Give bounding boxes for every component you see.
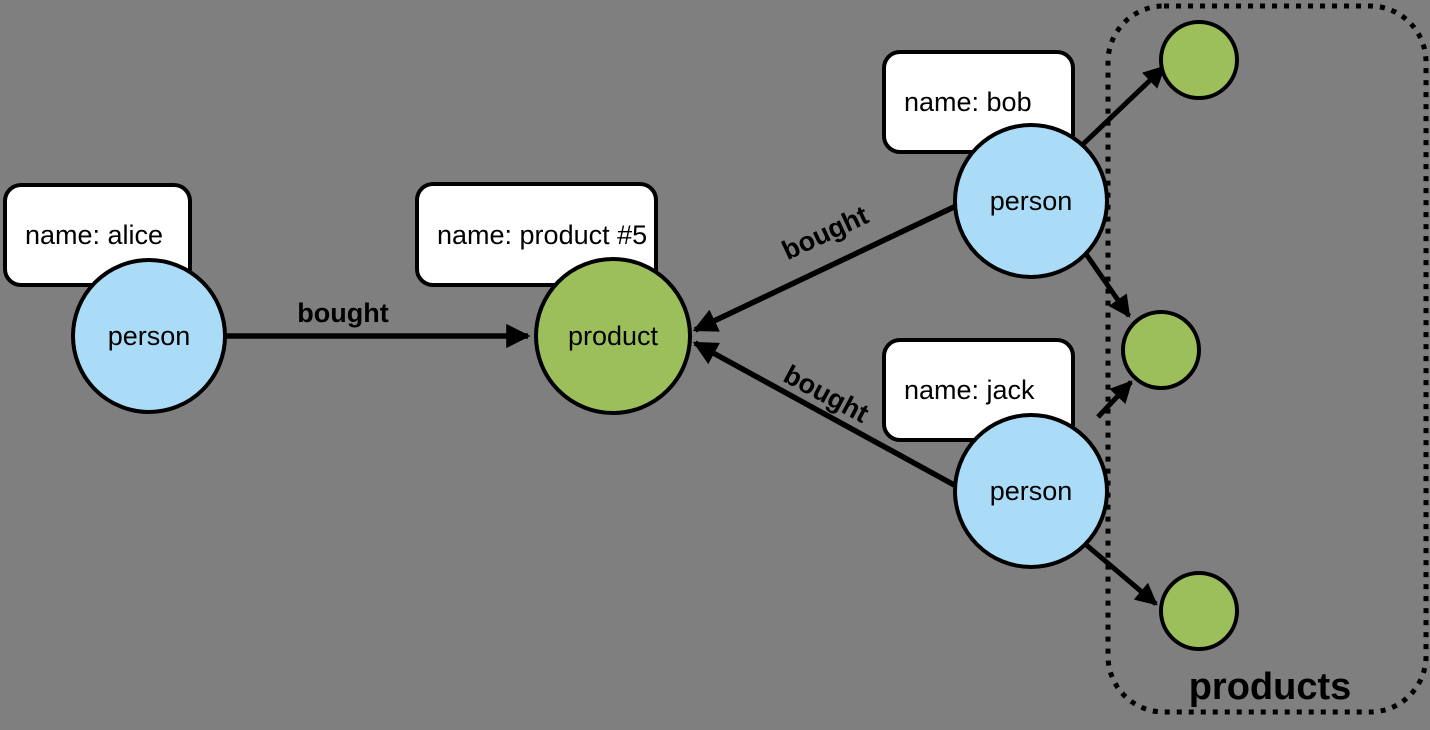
edge-bob-bought-product5: [692, 203, 958, 333]
node-label-jack: person: [990, 476, 1073, 506]
products-group-boundary: [1105, 3, 1429, 715]
node-label-alice: person: [108, 321, 191, 351]
node-product-middle: [1121, 310, 1201, 390]
edge-bob-product-top: [1076, 65, 1166, 151]
edge-jack-bought-product5: [692, 340, 958, 489]
products-group-label: products: [1189, 666, 1352, 708]
node-product-bottom: [1159, 571, 1239, 651]
node-label-bob: person: [990, 186, 1073, 216]
edge-label-bob-bought: bought: [777, 200, 873, 266]
node-bob: [953, 123, 1109, 279]
edge-jack-product-middle: [1096, 380, 1133, 419]
property-text-alice: name: alice: [25, 220, 163, 250]
property-text-bob: name: bob: [904, 87, 1032, 117]
node-alice: [71, 258, 227, 414]
property-text-jack: name: jack: [904, 375, 1035, 405]
edge-bob-product-middle: [1083, 252, 1132, 318]
edge-label-alice-bought: bought: [297, 298, 388, 328]
edge-label-bob-bought-group: bought: [777, 200, 873, 266]
node-label-product5: product: [568, 321, 659, 351]
node-jack: [953, 413, 1109, 569]
property-text-product5: name: product #5: [437, 220, 647, 250]
edge-jack-product-bottom: [1082, 541, 1158, 606]
node-product5: [534, 257, 692, 415]
node-product-top: [1159, 20, 1239, 100]
